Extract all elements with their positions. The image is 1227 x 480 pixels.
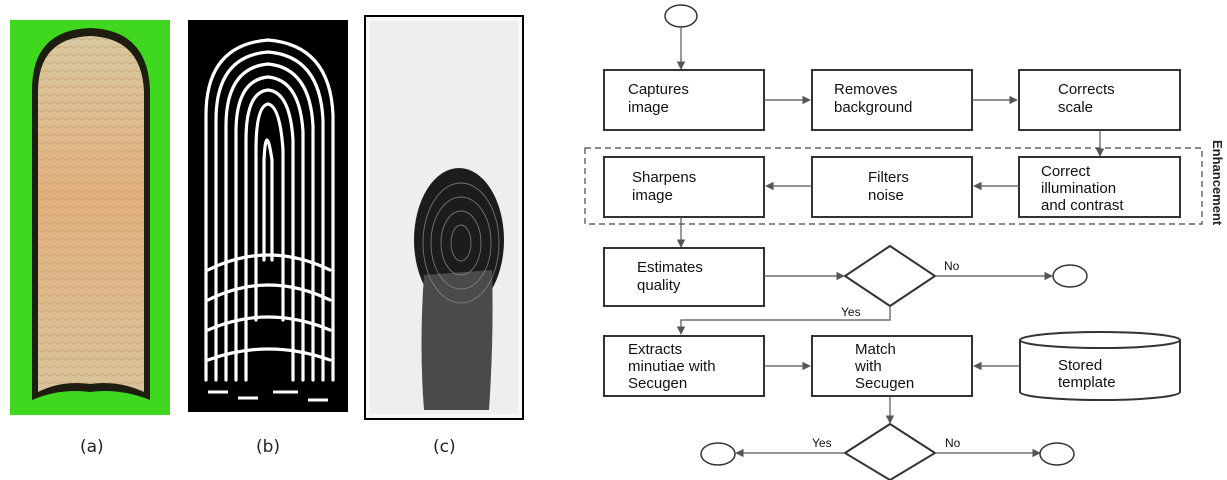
corrects-scale-line1: Corrects xyxy=(1058,81,1115,98)
estimates-quality-box xyxy=(603,247,765,307)
finger-photo-panel xyxy=(10,20,170,415)
correct-illumination-line1: Correct xyxy=(1041,163,1091,180)
reject-terminal xyxy=(1052,264,1088,288)
enhancement-label: Enhancement xyxy=(1210,140,1225,226)
no-match-terminal xyxy=(1039,442,1075,466)
estimates-quality-line2: quality xyxy=(637,277,681,294)
caption-b: (b) xyxy=(256,437,281,457)
start-terminal xyxy=(664,4,698,28)
corrects-scale-box xyxy=(1018,69,1181,131)
match-no-label: No xyxy=(945,436,961,450)
extracts-minutiae-line3: Secugen xyxy=(628,375,687,392)
quality-decision xyxy=(843,244,937,308)
caption-c: (c) xyxy=(433,437,456,457)
accept-terminal xyxy=(700,442,736,466)
sharpens-image-box xyxy=(603,156,765,218)
match-decision xyxy=(843,422,937,480)
captures-image-box xyxy=(603,69,765,131)
extracts-minutiae-line1: Extracts xyxy=(628,341,682,358)
filters-noise-line1: Filters xyxy=(868,169,909,186)
stored-template-line2: template xyxy=(1058,374,1116,391)
captures-image-line1: Captures xyxy=(628,81,689,98)
match-secugen-line1: Match xyxy=(855,341,896,358)
correct-illumination-line2: illumination xyxy=(1041,180,1116,197)
sharpens-image-line1: Sharpens xyxy=(632,169,696,186)
enhancement-group xyxy=(584,147,1203,225)
removes-background-box xyxy=(811,69,973,131)
quality-yes-label: Yes xyxy=(841,305,861,319)
latent-fingerprint-panel xyxy=(364,15,524,420)
match-yes-label: Yes xyxy=(812,436,832,450)
caption-a: (a) xyxy=(80,437,104,457)
correct-illumination-box xyxy=(1018,156,1181,218)
correct-illumination-line3: and contrast xyxy=(1041,197,1124,214)
filters-noise-box xyxy=(811,156,973,218)
match-secugen-line3: Secugen xyxy=(855,375,914,392)
captures-image-line2: image xyxy=(628,99,669,116)
stored-template-cylinder xyxy=(1019,331,1181,401)
match-secugen-box xyxy=(811,335,973,397)
extracts-minutiae-line2: minutiae with xyxy=(628,358,716,375)
filters-noise-line2: noise xyxy=(868,187,904,204)
removes-background-line1: Removes xyxy=(834,81,897,98)
extracts-minutiae-box xyxy=(603,335,765,397)
quality-no-label: No xyxy=(944,259,960,273)
estimates-quality-line1: Estimates xyxy=(637,259,703,276)
corrects-scale-line2: scale xyxy=(1058,99,1093,116)
binarized-fingerprint-panel xyxy=(188,20,348,412)
match-secugen-line2: with xyxy=(854,358,882,375)
sharpens-image-line2: image xyxy=(632,187,673,204)
removes-background-line2: background xyxy=(834,99,912,116)
stored-template-line1: Stored xyxy=(1058,357,1102,374)
